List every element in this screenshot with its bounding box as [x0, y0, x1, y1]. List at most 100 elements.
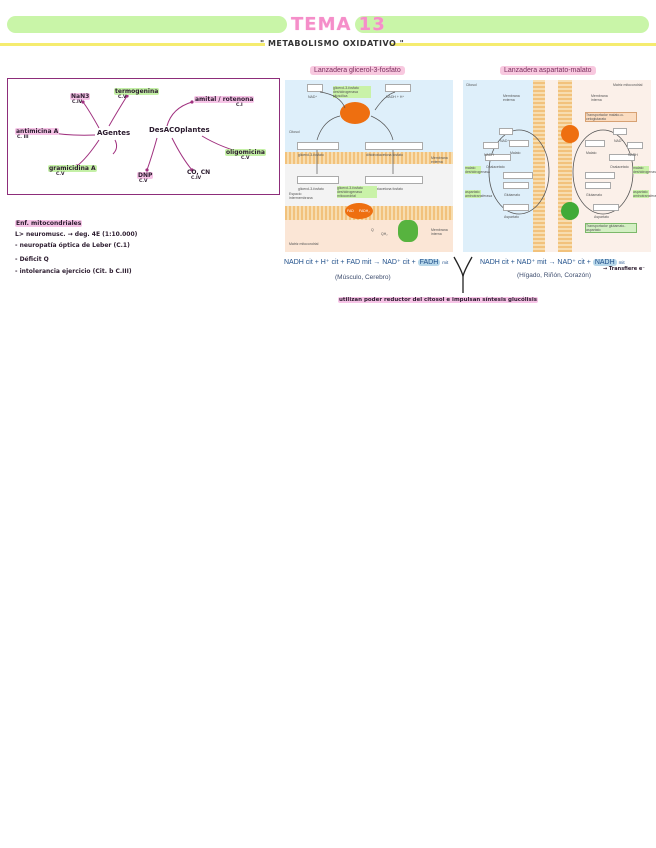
shuttle-right-nad-cyt-text: NAD⁺: [500, 139, 510, 143]
node-amital-label: amital / rotenona: [194, 96, 255, 103]
shuttle-right-caption: (Hígado, Riñón, Corazón): [517, 272, 592, 279]
shuttle-left-intermembrane: [285, 164, 453, 206]
shuttle-left-cycle-arrows: [316, 91, 396, 174]
node-gramicidina: gramicidina A C.V: [48, 165, 97, 177]
footer-note: utilizan poder reductor del citosol e im…: [338, 297, 538, 303]
shuttle-right-equation-tail: mit: [618, 260, 625, 265]
shuttle-right-glut-mit: Glutamato: [585, 182, 611, 197]
node-nan3: NaN3 C.IV: [70, 93, 91, 105]
shuttle-right-matriz-label: Matriz mitocondrial: [613, 83, 643, 87]
shuttle-right-nadh-cyt: NADH: [483, 142, 499, 157]
agentes-label: AGentes: [97, 129, 131, 137]
shuttle-right-asp-cyt: Aspartato: [503, 204, 529, 219]
node-antimicina-note: C. III: [17, 135, 29, 140]
shuttle-left-equation: NADH cit + H⁺ cit + FAD mit → NAD⁺ cit +…: [284, 258, 448, 266]
concept-map-box: [7, 78, 280, 195]
shuttle-right-oxal-cyt: Oxalacetato: [485, 154, 511, 169]
node-dnp-label: DNP: [137, 172, 154, 179]
shuttle-left-title: Lanzadera glicerol-3-fosfato: [310, 66, 405, 75]
header-band-left: [7, 16, 287, 33]
shuttle-right-enzyme-md-cyt: malato deshidrogenasa: [465, 166, 490, 174]
node-gramicidina-note: C.V: [56, 172, 65, 177]
shuttle-left-matrix: [285, 220, 453, 252]
arrow-to-gramicidina: [76, 139, 100, 167]
shuttle-left-outer-membrane: [285, 152, 453, 164]
shuttle-left-enzyme1-label: glicerol-3-fosfato deshidrogenasa citosó…: [333, 86, 371, 98]
shuttle-left-citosol-label: Citosol: [289, 130, 300, 134]
shuttle-left-caption: (Músculo, Cerebro): [335, 274, 391, 281]
node-antimicina-label: antimicina A: [15, 128, 60, 135]
shuttle-left-complex: [398, 220, 418, 242]
shuttle-right-asp-cyt-text: Aspartato: [504, 215, 519, 219]
shuttle-left-g3p-box2: glicerol-3-fosfato: [297, 176, 339, 191]
header-underline-right: [390, 43, 656, 46]
shuttle-left-matriz-label: Matriz mitocondrial: [289, 242, 319, 246]
shuttle-left-g3p-2: glicerol-3-fosfato: [298, 187, 324, 191]
shuttle-right-nad-cyt: NAD⁺: [499, 128, 513, 143]
header-underline-left: [0, 43, 265, 46]
shuttle-right-oxal-mit-text: Oxalacetato: [610, 165, 629, 169]
header-band-right: [355, 16, 649, 33]
node-antimicina: antimicina A C. III: [15, 128, 60, 140]
shuttle-right-nadh-mit-text: NADH: [628, 153, 638, 157]
shuttle-left-nad-box: NAD⁺: [307, 84, 323, 99]
shuttle-right-nad-mit: NAD⁺: [613, 128, 627, 143]
arrow-agentes-loop: [112, 139, 118, 155]
footer-note-text: utilizan poder reductor del citosol e im…: [338, 297, 538, 303]
shuttle-left-espacio-label: Espacio intermembrana: [289, 192, 313, 200]
node-termogenina-note: C.V: [118, 95, 127, 100]
shuttle-right-annotation: → Transfiere e⁻: [603, 266, 645, 272]
shuttle-left-enzyme2-label: glicerol-3-fosfato deshidrogenasa mitoco…: [337, 186, 377, 198]
shuttle-right-mem-int-label: Membrana interna: [591, 94, 608, 102]
node-amital-note: C.I: [236, 103, 243, 108]
desacoplantes-label: DesACOplantes: [149, 126, 210, 134]
node-nan3-note: C.IV: [72, 100, 83, 105]
shuttle-right-oxal-mit: Oxalacetato: [609, 154, 635, 169]
shuttle-right-oxal-cyt-text: Oxalacetato: [486, 165, 505, 169]
node-oligomicina-label: oligomicina: [225, 149, 266, 156]
page-title: TEMA 13: [291, 14, 386, 35]
shuttle-right-enzyme-at-cyt: aspartato aminotransferasa: [465, 190, 493, 198]
node-oligomicina: oligomicina C.V: [225, 149, 266, 161]
note-item-4: - intolerancia ejercicio (Cit. b C.III): [15, 268, 132, 275]
node-co-cn-note: C.IV: [191, 176, 202, 181]
arrow-to-amital: [166, 101, 193, 127]
shuttle-right-equation: NADH cit + NAD⁺ mit → NAD⁺ cit + NADH mi…: [480, 258, 625, 266]
shuttle-right-malato-cyt-text: Malato: [510, 151, 521, 155]
shuttle-right-asp-mit-text: Aspartato: [594, 215, 609, 219]
shuttle-right-citosol-label: Citosol: [466, 83, 477, 87]
shuttle-left-dhap: dihidroxiacetona fosfato: [366, 153, 403, 157]
shuttle-right-glut-mit-text: Glutamato: [586, 193, 603, 197]
shuttle-left-mem-ext-label: Membrana externa: [431, 156, 448, 164]
shuttle-left-nadh: NADH + H⁺: [386, 95, 405, 99]
shuttle-brace: [453, 256, 473, 293]
shuttle-left-dhap-box2: dihidroxiacetona fosfato: [365, 176, 423, 191]
shuttle-left-enzyme-cytosolic: [340, 102, 370, 124]
shuttle-right-equation-nadh: NADH: [592, 259, 617, 266]
note-item-1: L> neuromusc. → deg. 4E (1:10.000): [15, 231, 138, 238]
shuttle-right-malato-cyt: Malato: [509, 140, 529, 155]
arrow-to-termogenina: [108, 95, 128, 127]
note-item-2: - neuropatía óptica de Leber (C.1): [15, 242, 130, 249]
node-dnp: DNP C.V: [137, 172, 154, 184]
node-oligomicina-note: C.V: [241, 156, 250, 161]
shuttle-right-equation-lhs: NADH cit + NAD⁺ mit → NAD⁺ cit +: [480, 259, 591, 266]
shuttle-right-enzyme-at-mit: aspartato aminotransferasa: [633, 190, 656, 198]
arrow-to-dnp: [146, 137, 158, 171]
shuttle-left-enzyme-mito: [345, 203, 373, 219]
shuttle-right-transporter1-label: Transportador malato-α-cetoglutarato: [585, 112, 637, 122]
shuttle-right-transporter-2: [561, 202, 579, 220]
shuttle-left-fadh2-label: FADH₂: [359, 209, 370, 213]
page-subtitle: " METABOLISMO OXIDATIVO ": [260, 39, 405, 48]
shuttle-left-nad: NAD⁺: [308, 95, 318, 99]
shuttle-right-outer-membrane: [533, 80, 545, 252]
shuttle-right-aketo-mit: α-cetoglutarato: [585, 172, 615, 187]
shuttle-left-g3p-box: glicerol-3-fosfato: [297, 142, 339, 157]
shuttle-left-equation-lhs: NADH cit + H⁺ cit + FAD mit → NAD⁺ cit +: [284, 259, 416, 266]
shuttle-left-dhap-2: dihidroxiacetona fosfato: [366, 187, 403, 191]
node-termogenina-label: termogenina: [114, 88, 160, 95]
node-gramicidina-label: gramicidina A: [48, 165, 97, 172]
shuttle-right-asp-mit: Aspartato: [593, 204, 619, 219]
arrow-to-nan3: [82, 101, 100, 129]
node-amital: amital / rotenona C.I: [194, 96, 255, 108]
